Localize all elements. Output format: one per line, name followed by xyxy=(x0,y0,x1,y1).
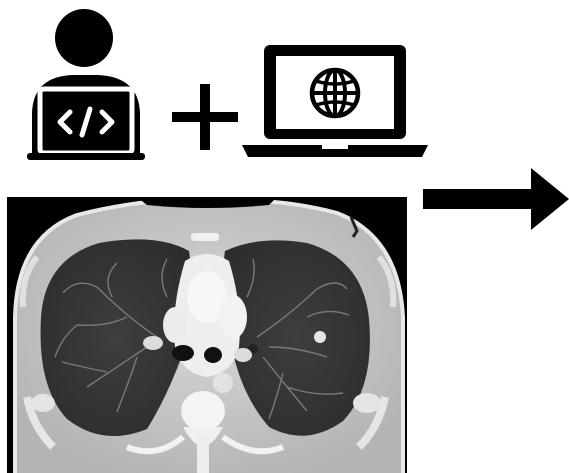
developer-icon xyxy=(22,5,150,160)
plus-icon xyxy=(172,84,238,150)
laptop-globe-icon xyxy=(242,45,428,157)
arrow-right-icon xyxy=(423,168,569,230)
chest-ct-image xyxy=(7,197,407,473)
